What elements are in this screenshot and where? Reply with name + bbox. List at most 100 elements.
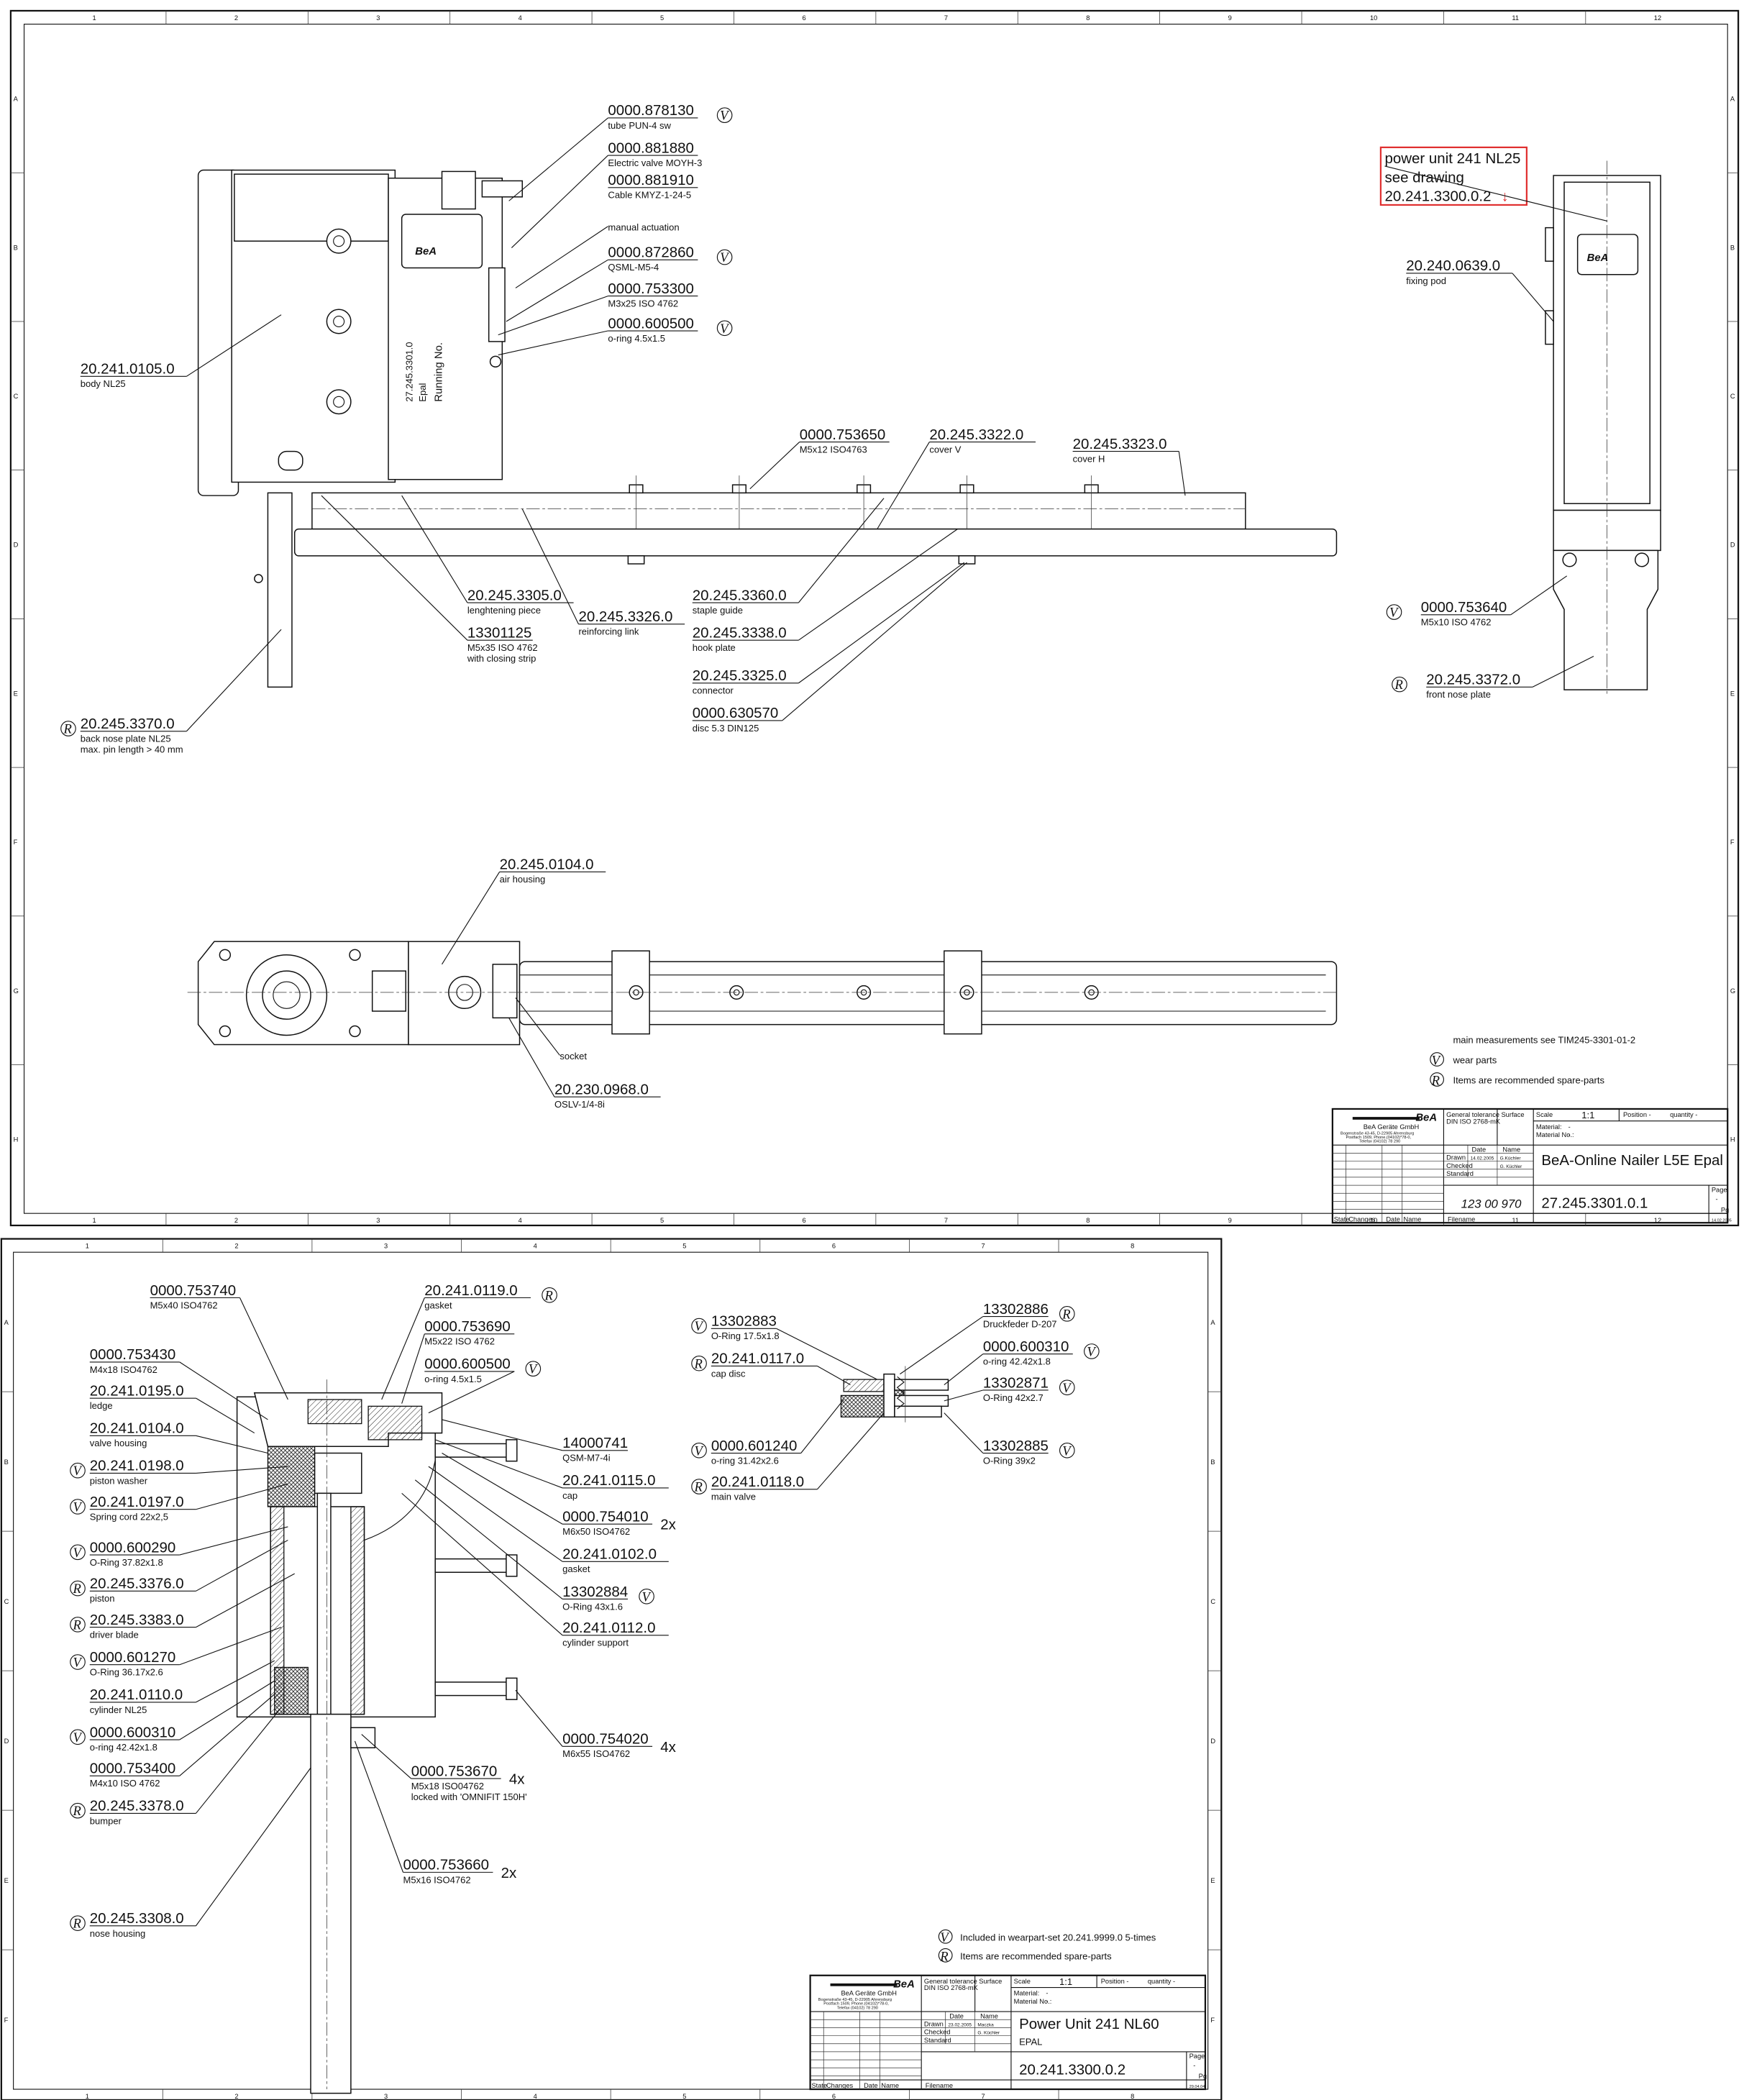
part-description: valve housing	[90, 1438, 147, 1448]
part-description: cylinder support	[562, 1638, 629, 1648]
part-description: main valve	[711, 1492, 756, 1502]
callout-line-3[interactable]: 20.241.3300.0.2	[1384, 188, 1491, 204]
marker-letter: R	[72, 1917, 81, 1932]
grid-row-label: D	[1730, 542, 1735, 549]
power-unit-callout[interactable]: power unit 241 NL25 see drawing 20.241.3…	[1379, 146, 1607, 222]
leader-line	[179, 1627, 282, 1666]
drawn-date: 23.02.2005	[948, 2023, 972, 2028]
part-description: driver blade	[90, 1629, 139, 1640]
part-description: M5x35 ISO 4762	[467, 642, 538, 653]
leader-line	[817, 1365, 851, 1386]
part-description: tube PUN-4 sw	[608, 120, 671, 131]
marker-letter: V	[1389, 606, 1399, 621]
part-description: M5x16 ISO4762	[403, 1874, 471, 1885]
drawing-title: Power Unit 241 NL60	[1019, 2016, 1159, 2032]
part-number: 0000.601240	[711, 1438, 798, 1454]
article-number: 123 00 970	[1461, 1197, 1522, 1211]
part-number: 0000.600310	[983, 1338, 1069, 1355]
name-header: Name	[980, 2012, 998, 2019]
part-description: cap disc	[711, 1368, 746, 1379]
grid-row-label: H	[1730, 1136, 1735, 1143]
grid-column-label: 4	[534, 2093, 537, 2100]
part-number: 0000.753660	[403, 1857, 490, 1873]
company-phone: Postfach 1509, Phone.(04102)*78-0,	[1346, 1136, 1411, 1140]
part-label[interactable]: socket	[515, 998, 587, 1062]
part-label[interactable]: manual actuation	[515, 222, 680, 288]
grid-row-label: B	[1210, 1458, 1215, 1466]
spare-parts-note: Items are recommended spare-parts	[1453, 1075, 1604, 1086]
quantity: 2x	[501, 1865, 517, 1881]
leader-line	[944, 1389, 983, 1402]
quantity: 4x	[509, 1771, 525, 1787]
part-number: 13302886	[983, 1301, 1049, 1318]
wear-part-symbol-icon	[716, 107, 733, 124]
date-label: Date	[1386, 1215, 1400, 1223]
marker-letter: V	[73, 1464, 83, 1479]
grid-row-label: E	[14, 690, 18, 697]
leader-line	[508, 117, 608, 201]
company-phone: Postfach 1509, Phone.(04102)*78-0,	[823, 2002, 889, 2007]
material-no-label: Material No.:	[1014, 1998, 1052, 2005]
